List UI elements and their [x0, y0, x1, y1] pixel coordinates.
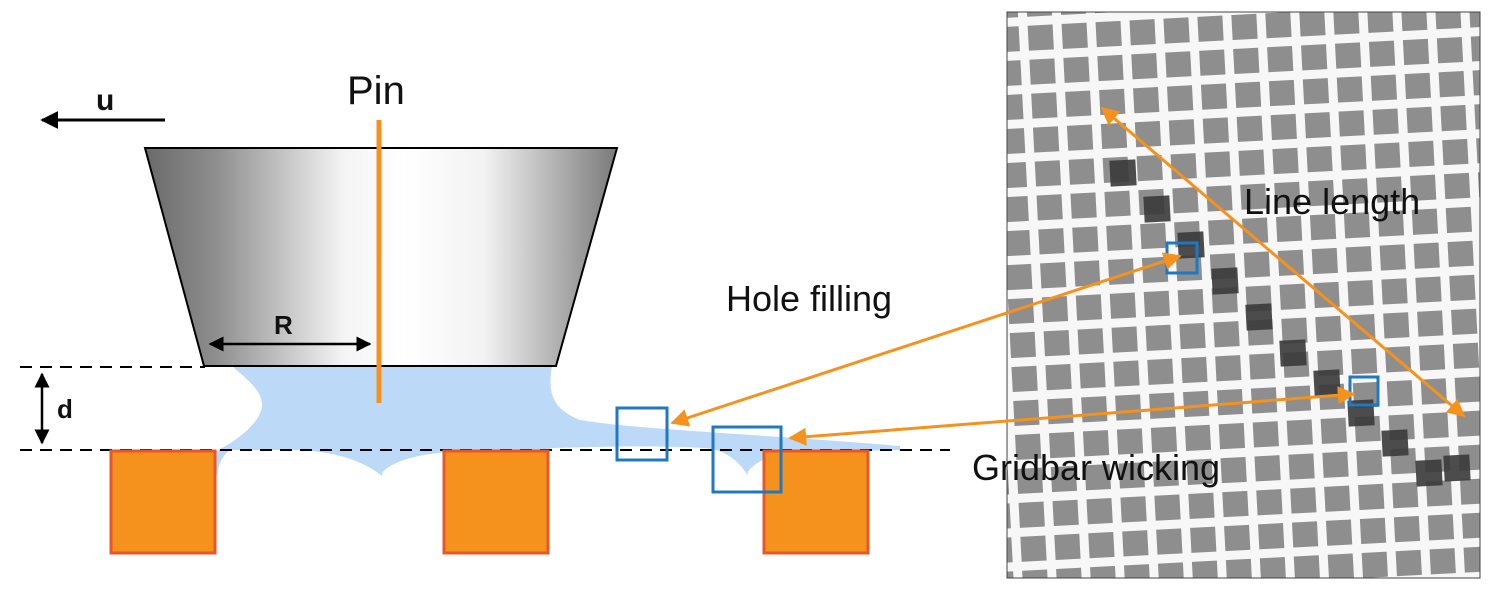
pin-label: Pin	[347, 69, 405, 113]
gridbar-wicking-label: Gridbar wicking	[972, 447, 1220, 488]
hole-filling-label: Hole filling	[726, 278, 892, 319]
gridbar-middle	[442, 449, 550, 555]
radius-label: R	[274, 310, 293, 340]
velocity-label: u	[96, 84, 114, 117]
grid-micrograph	[1006, 11, 1481, 579]
hole-filling-arrow	[670, 252, 1182, 427]
gap-label: d	[57, 394, 73, 424]
liquid-film	[214, 366, 900, 476]
line-length-label: Line length	[1244, 181, 1420, 222]
gridbar-wicking-box	[711, 425, 783, 494]
hole-filling-box	[615, 406, 669, 462]
gridbar-left	[109, 449, 217, 555]
line-length-arrow	[1100, 106, 1466, 418]
